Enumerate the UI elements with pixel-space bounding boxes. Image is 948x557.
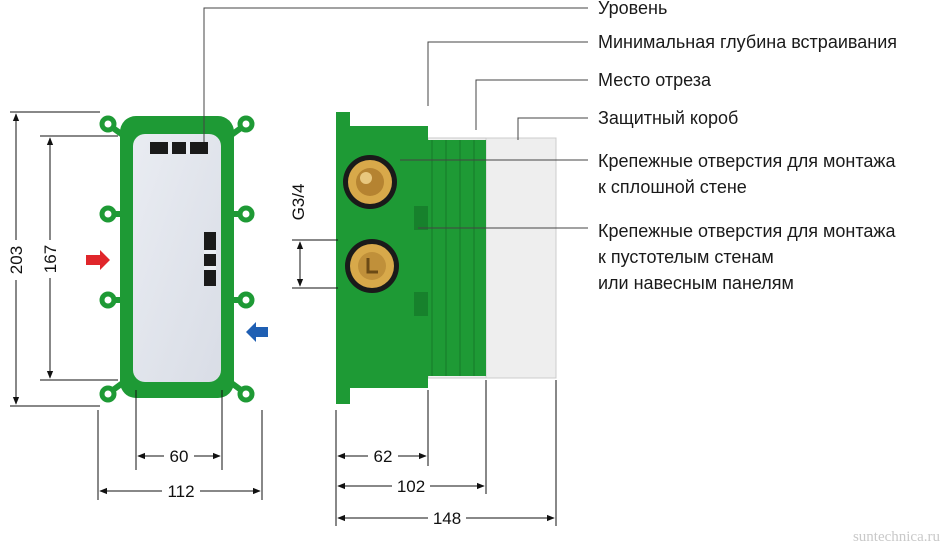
dim-depth-min: 102 xyxy=(397,477,425,496)
label-min-depth: Минимальная глубина встраивания xyxy=(598,32,897,52)
label-protective-box: Защитный короб xyxy=(598,108,739,128)
side-slot xyxy=(204,232,216,286)
side-view xyxy=(336,112,557,404)
label-solid-wall-2: к сплошной стене xyxy=(598,177,747,197)
front-view xyxy=(86,115,268,403)
dim-height-inner: 167 xyxy=(41,245,60,273)
extension xyxy=(420,140,486,376)
outlet-arrow xyxy=(246,322,268,342)
front-cover xyxy=(133,134,221,382)
label-level: Уровень xyxy=(598,0,668,18)
level-slot xyxy=(150,142,208,154)
label-hollow-wall-1: Крепежные отверстия для монтажа xyxy=(598,221,896,241)
watermark: suntechnica.ru xyxy=(852,529,940,545)
upper-fitting xyxy=(343,155,397,209)
mounting-ears xyxy=(99,115,255,403)
dim-width-total: 112 xyxy=(167,482,194,501)
leader-lines xyxy=(203,7,588,229)
label-cut-line: Место отреза xyxy=(598,70,712,90)
dim-thread: G3/4 xyxy=(289,184,308,221)
label-hollow-wall-3: или навесным панелям xyxy=(598,273,794,293)
lower-fitting xyxy=(345,239,399,293)
inlet-arrow xyxy=(86,250,110,270)
dim-width-inner: 60 xyxy=(170,447,189,466)
dim-depth-body: 62 xyxy=(374,447,393,466)
dim-depth-max: 148 xyxy=(433,509,461,528)
dim-height-total: 203 xyxy=(7,246,26,274)
label-solid-wall-1: Крепежные отверстия для монтажа xyxy=(598,151,896,171)
label-hollow-wall-2: к пустотелым стенам xyxy=(598,247,774,267)
